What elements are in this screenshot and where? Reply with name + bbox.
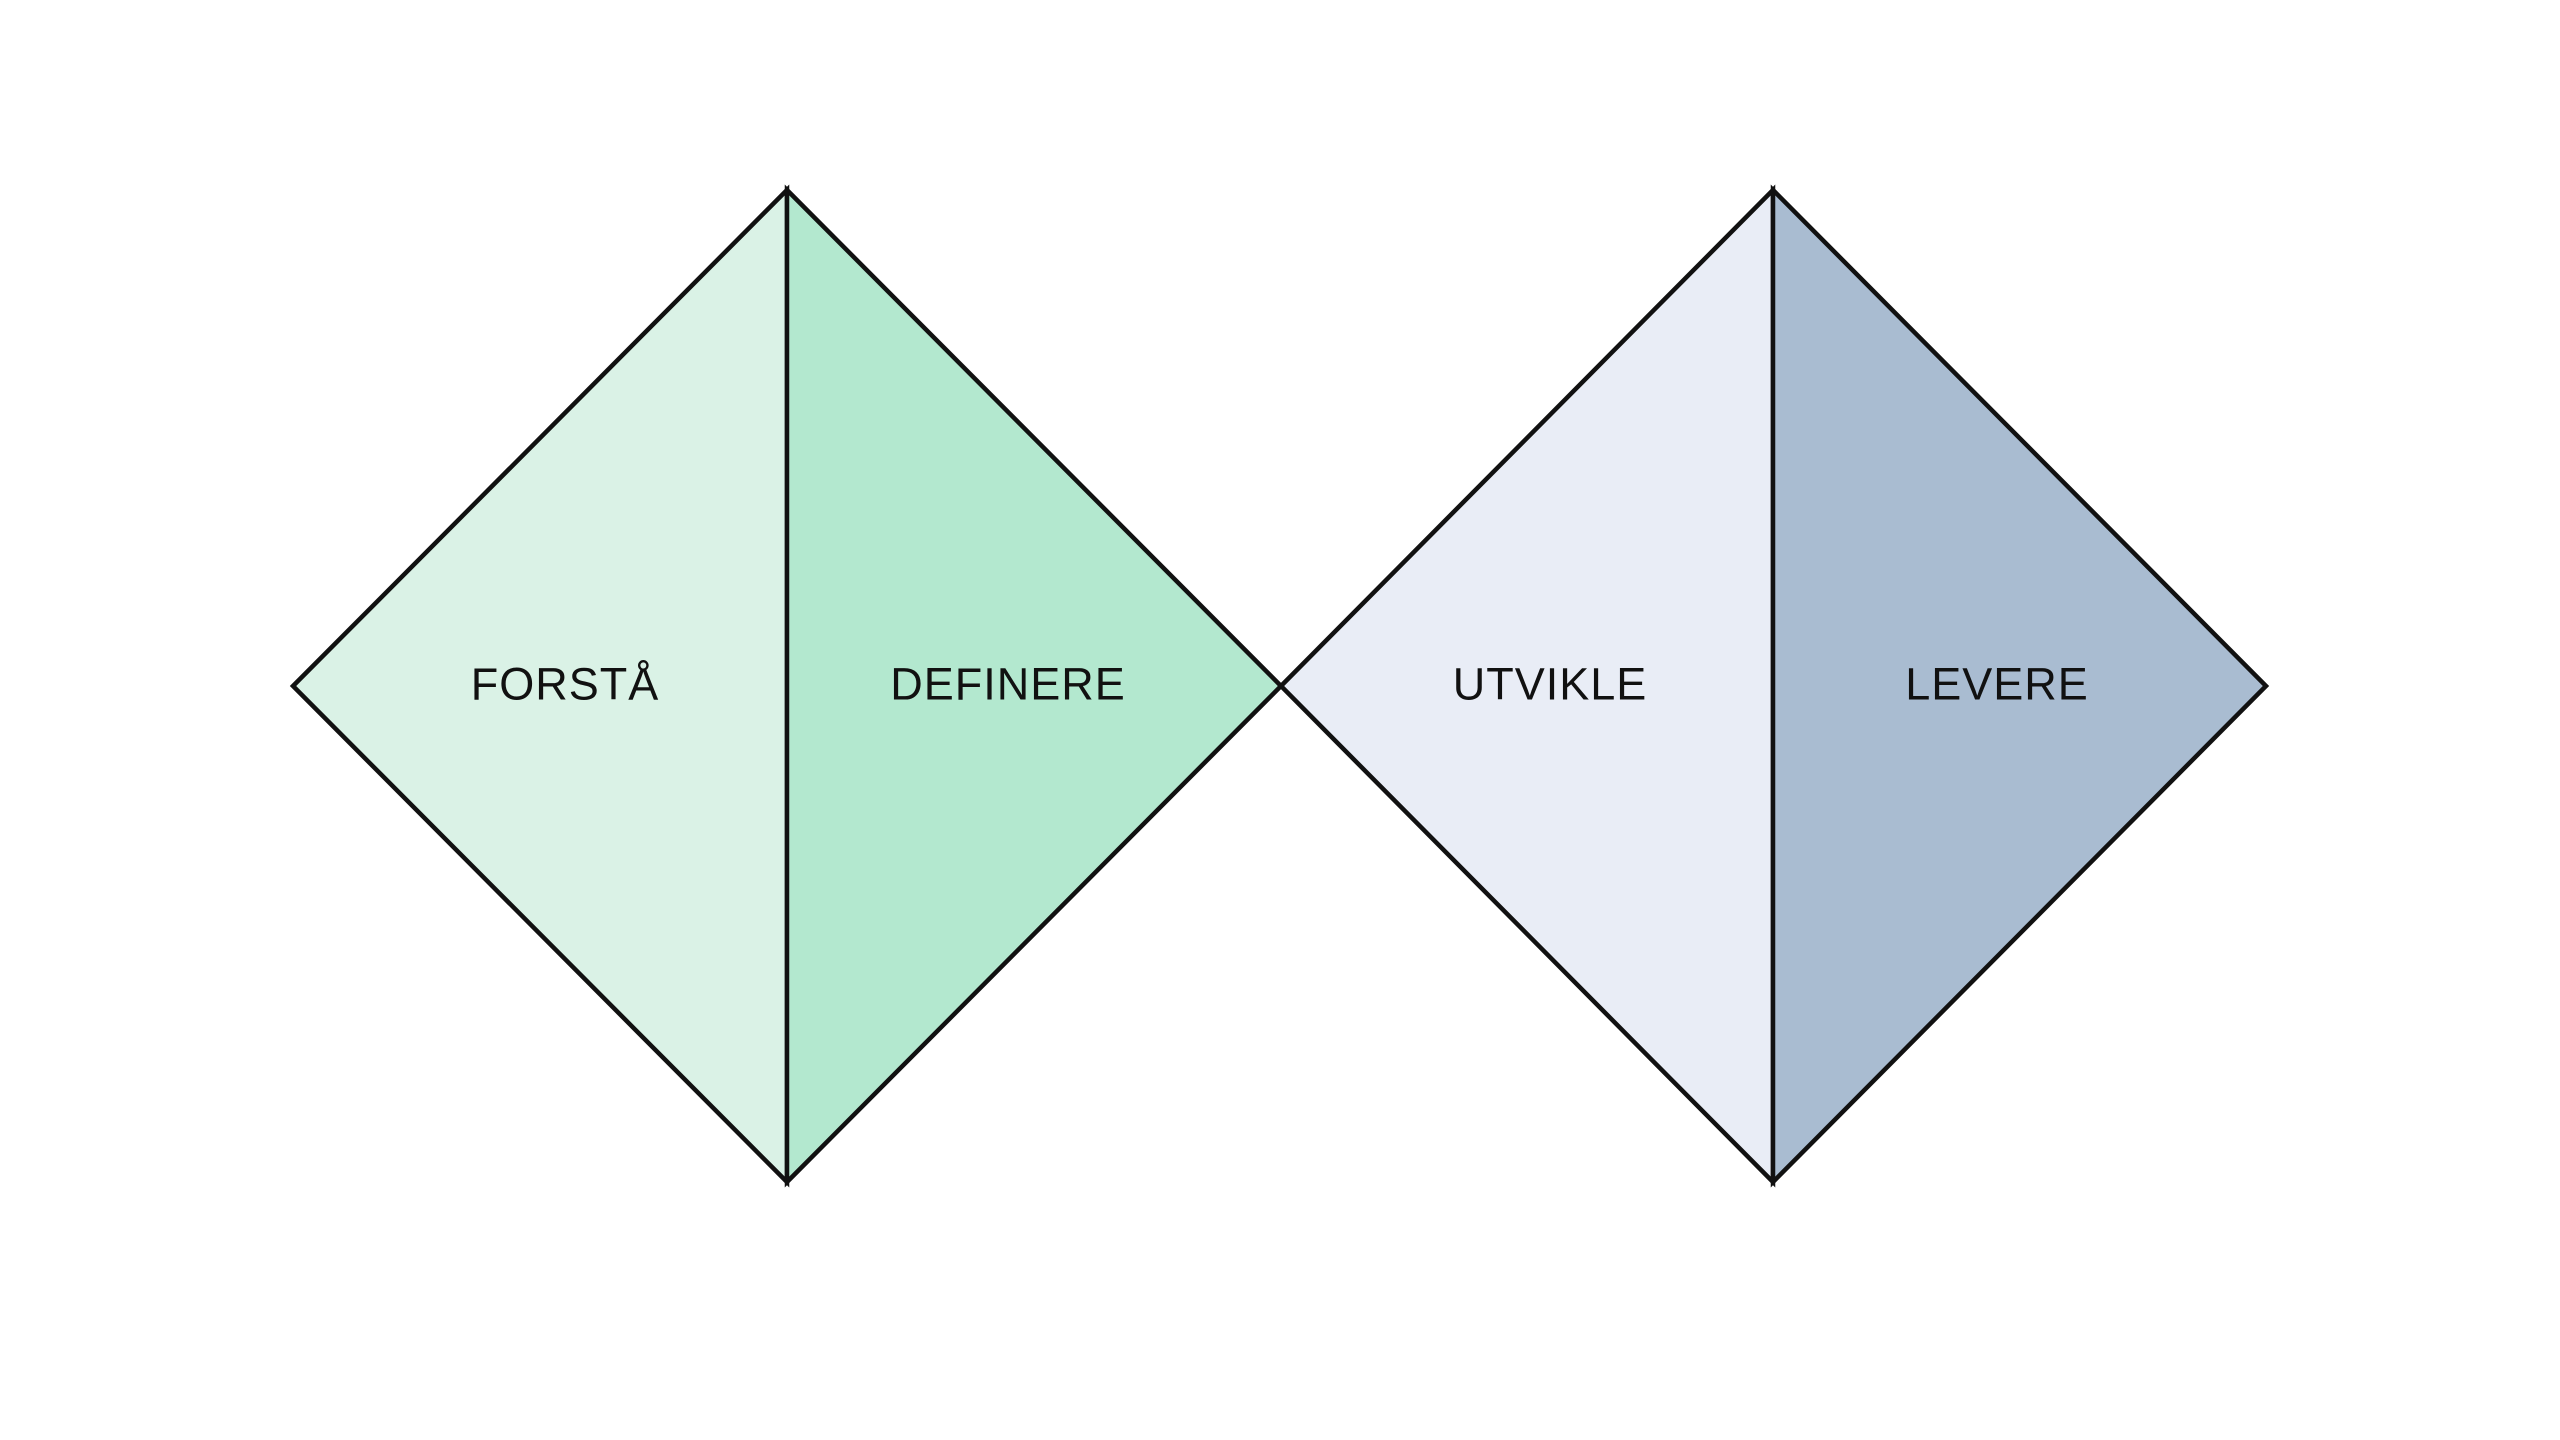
phase-label-forsta: FORSTÅ <box>471 659 660 710</box>
phase-label-levere: LEVERE <box>1905 659 2089 710</box>
levere-triangle <box>1770 184 2270 1188</box>
phase-label-utvikle: UTVIKLE <box>1453 659 1648 710</box>
definere-triangle <box>784 184 1285 1188</box>
phase-label-definere: DEFINERE <box>890 659 1126 710</box>
